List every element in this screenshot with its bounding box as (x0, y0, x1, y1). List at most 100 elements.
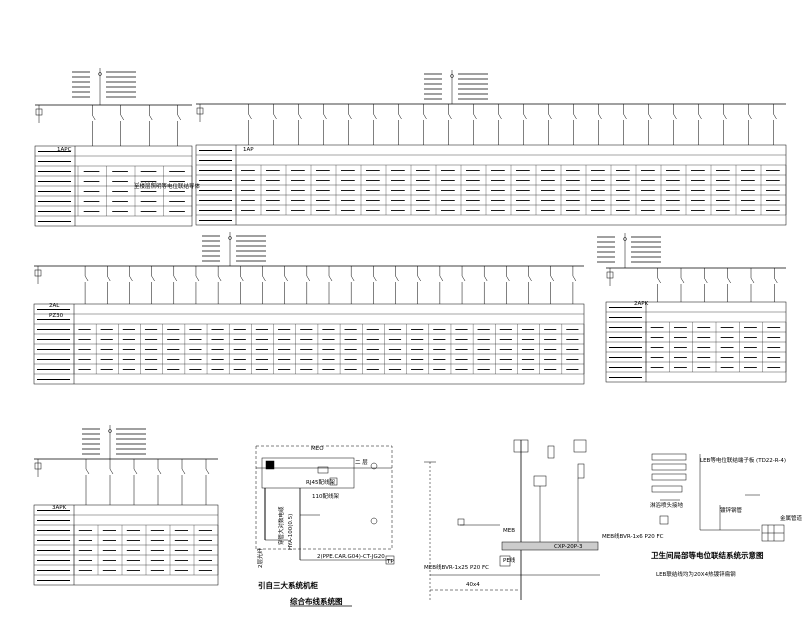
breaker-icon (673, 113, 677, 120)
breaker-icon (774, 277, 778, 284)
breaker-icon (572, 275, 577, 282)
breaker-icon (461, 275, 466, 282)
breaker-icon (623, 113, 627, 120)
breaker-icon (120, 114, 124, 121)
breaker-icon (623, 237, 627, 241)
floor-outline (255, 445, 393, 550)
breaker-icon (398, 113, 402, 120)
module-icon (329, 477, 338, 486)
breaker-icon (273, 113, 277, 120)
panel-3-name: 2AL (49, 303, 60, 309)
tp-box (385, 555, 395, 565)
breaker-icon (177, 114, 181, 121)
breaker-icon (506, 275, 510, 282)
breaker-icon (598, 113, 602, 120)
breaker-icon (98, 72, 102, 76)
breaker-icon (573, 113, 577, 120)
distribution-panel-1apc (34, 68, 193, 227)
breaker-icon (727, 277, 731, 284)
breaker-icon (373, 275, 377, 282)
breaker-icon (240, 275, 244, 282)
meb-label-1: MEB线BVR-1x6 P20 FC (602, 532, 664, 540)
breaker-icon (85, 468, 90, 475)
breaker-icon (373, 113, 377, 120)
box-label: MEO (311, 446, 324, 452)
breaker-icon (262, 275, 266, 282)
module-icon (317, 466, 329, 474)
vertical-label-2: HYA-100(0.5) (288, 514, 294, 550)
breaker-icon (323, 113, 327, 120)
diagram-title: 综合布线系统图 (290, 596, 343, 606)
breaker-icon (680, 277, 685, 284)
pe-box (499, 555, 511, 567)
breaker-icon (698, 113, 702, 120)
rack-label: RJ45配线架 (306, 478, 335, 486)
breaker-icon (92, 114, 96, 121)
breaker-icon (550, 275, 554, 282)
flat-label: 40x4 (466, 582, 480, 588)
equipment-box (547, 445, 555, 459)
distribution-panel-2apk (597, 233, 787, 383)
breaker-icon (195, 275, 200, 282)
shower-head (651, 453, 687, 461)
bathroom-subtitle: LEB联结线均为20X4热镀锌扁钢 (656, 570, 736, 578)
breaker-icon (450, 74, 454, 78)
breaker-icon (704, 277, 708, 284)
breaker-icon (157, 468, 162, 475)
meb-bar (501, 541, 599, 551)
meb-label-3: CXP-20P-3 (554, 544, 583, 550)
breaker-icon (417, 275, 421, 282)
terminal-block-icon (196, 107, 204, 115)
breaker-icon (348, 113, 352, 120)
breaker-icon (306, 275, 311, 282)
breaker-icon (548, 113, 552, 120)
meb-label-2: MEB线BVR-1x25 P20 FC (424, 563, 489, 571)
breaker-icon (107, 275, 111, 282)
terminal-block-icon (606, 271, 614, 279)
bathroom-equipotential-diagram: LEB等电位联结端子板 (TD22-R-4) 淋浴喷头接地 镀锌钢管 金属管道 … (650, 453, 803, 578)
label-3: 金属管道 (780, 514, 803, 522)
breaker-icon (395, 275, 399, 282)
label-2: 镀锌钢管 (720, 506, 743, 514)
cabinet-label: 110配线架 (312, 492, 339, 500)
breaker-icon (205, 468, 210, 475)
panel-2-name: 1AP (243, 147, 254, 153)
breaker-icon (523, 113, 527, 120)
equipment-box (573, 439, 587, 453)
caption: 引自三大系统机柜 (258, 580, 318, 590)
breaker-icon (750, 277, 755, 284)
vertical-label-1: 穿管大对数电缆 (277, 506, 285, 545)
breaker-icon (350, 275, 355, 282)
breaker-icon (484, 275, 488, 282)
breaker-icon (84, 275, 89, 282)
equipotential-bonding-diagram: MEB线BVR-1x6 P20 FC MEB线BVR-1x25 P20 FC C… (424, 439, 664, 600)
panel-1-name: 1APC (57, 147, 72, 153)
panel-1-dots: · · · · · · · (134, 180, 157, 186)
radiator (651, 463, 687, 471)
label-1: 淋浴喷头接地 (650, 501, 684, 509)
breaker-icon (298, 113, 302, 120)
breaker-icon (423, 113, 427, 120)
equipment-box (513, 439, 529, 453)
rj45-terminal-icon (265, 460, 275, 470)
equipment-box (533, 475, 547, 487)
breaker-icon (473, 113, 477, 120)
outlet-icon (370, 462, 378, 470)
breaker-icon (129, 275, 133, 282)
box-label-2: 二 层 (355, 459, 368, 466)
outlet-icon (370, 517, 378, 525)
breaker-icon (498, 113, 502, 120)
leb-top-label: LEB等电位联结端子板 (TD22-R-4) (700, 456, 786, 464)
breaker-icon (328, 275, 333, 282)
breaker-icon (173, 275, 177, 282)
equipment-box (577, 463, 585, 479)
meb-bar-label: MEB (503, 528, 515, 534)
breaker-icon (773, 113, 777, 120)
breaker-icon (748, 113, 752, 120)
comprehensive-wiring-diagram: MEO 二 层 RJ45配线架 110配线架 穿管大对数电缆 HYA-100(0… (255, 445, 395, 607)
breaker-icon (723, 113, 727, 120)
conduit-label: 2(PPE.CAR.G04)-CT-JG20 (317, 554, 385, 560)
side-label: 2层光纤 (256, 548, 264, 568)
panel-5-name: 3APK (52, 505, 67, 511)
